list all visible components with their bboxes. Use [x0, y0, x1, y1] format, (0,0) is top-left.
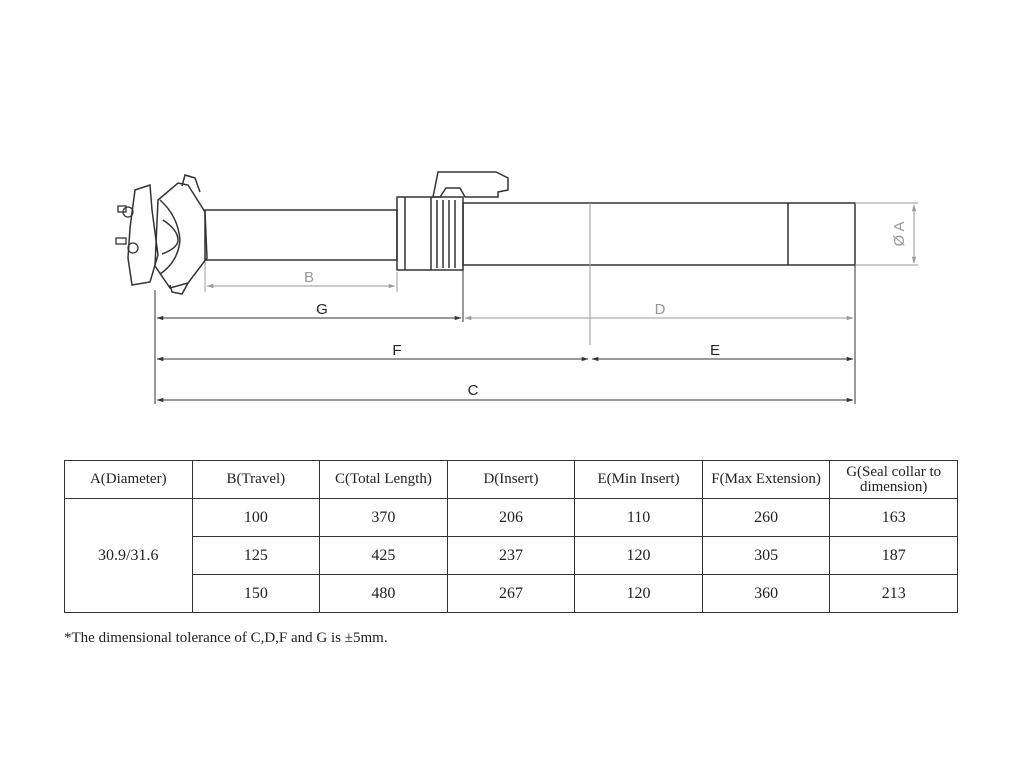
- header-travel: B(Travel): [191, 460, 321, 499]
- cell-diameter: 30.9/31.6: [64, 498, 193, 613]
- header-total-length: C(Total Length): [319, 460, 448, 499]
- upper-stanchion: [204, 209, 398, 261]
- table-cell: 425: [319, 536, 448, 575]
- table-cell: 187: [829, 536, 958, 575]
- table-cell: 150: [191, 574, 321, 613]
- seatpost-dimension-drawing: Ø A B G D F E C: [115, 171, 918, 404]
- label-e: E: [710, 342, 720, 359]
- dimension-e: E: [591, 342, 854, 362]
- label-c: C: [468, 382, 479, 399]
- table-cell: 206: [446, 498, 576, 537]
- label-diameter-a: Ø A: [891, 221, 908, 246]
- label-f: F: [392, 342, 401, 359]
- table-cell: 163: [829, 498, 958, 537]
- table-cell: 110: [574, 498, 703, 537]
- table-row: 30.9/31.6 100 370 206 110 260 163: [64, 498, 958, 613]
- table-cell: 213: [829, 574, 958, 613]
- extension-lines: [154, 265, 856, 404]
- table-cell: 100: [191, 498, 321, 537]
- header-insert: D(Insert): [446, 460, 576, 499]
- table-cell: 480: [319, 574, 448, 613]
- table-cell: 305: [701, 536, 831, 575]
- clamp-bolt-icon: [115, 205, 139, 254]
- header-min-insert: E(Min Insert): [574, 460, 703, 499]
- dimension-d: D: [464, 301, 854, 321]
- label-b: B: [304, 269, 314, 286]
- seal-collar: [396, 196, 464, 271]
- header-max-extension: F(Max Extension): [701, 460, 831, 499]
- header-seal-collar: G(Seal collar to dimension): [829, 460, 958, 499]
- table-cell: 237: [446, 536, 576, 575]
- seat-clamp-head: [127, 174, 208, 295]
- dimension-c: C: [156, 382, 854, 403]
- lower-tube: [462, 202, 856, 266]
- table-header-row: A(Diameter) B(Travel) C(Total Length) D(…: [64, 460, 958, 499]
- dimension-b: B: [204, 262, 398, 292]
- table-cell: 267: [446, 574, 576, 613]
- table-cell: 120: [574, 574, 703, 613]
- table-row: 125 425 237 120 305 187: [65, 536, 958, 575]
- label-d: D: [655, 301, 666, 318]
- spec-table: A(Diameter) B(Travel) C(Total Length) D(…: [64, 460, 958, 613]
- remote-lever: [432, 171, 509, 198]
- table-row: 150 480 267 120 360 213: [65, 574, 958, 613]
- dimension-a: Ø A: [855, 202, 918, 266]
- label-g: G: [316, 301, 328, 318]
- dimension-g: G: [156, 301, 462, 321]
- tolerance-note: *The dimensional tolerance of C,D,F and …: [64, 630, 388, 646]
- header-diameter: A(Diameter): [64, 460, 193, 499]
- table-cell: 260: [701, 498, 831, 537]
- dimension-f: F: [156, 342, 589, 362]
- table-cell: 370: [319, 498, 448, 537]
- table-cell: 360: [701, 574, 831, 613]
- table-cell: 120: [574, 536, 703, 575]
- table-cell: 125: [191, 536, 321, 575]
